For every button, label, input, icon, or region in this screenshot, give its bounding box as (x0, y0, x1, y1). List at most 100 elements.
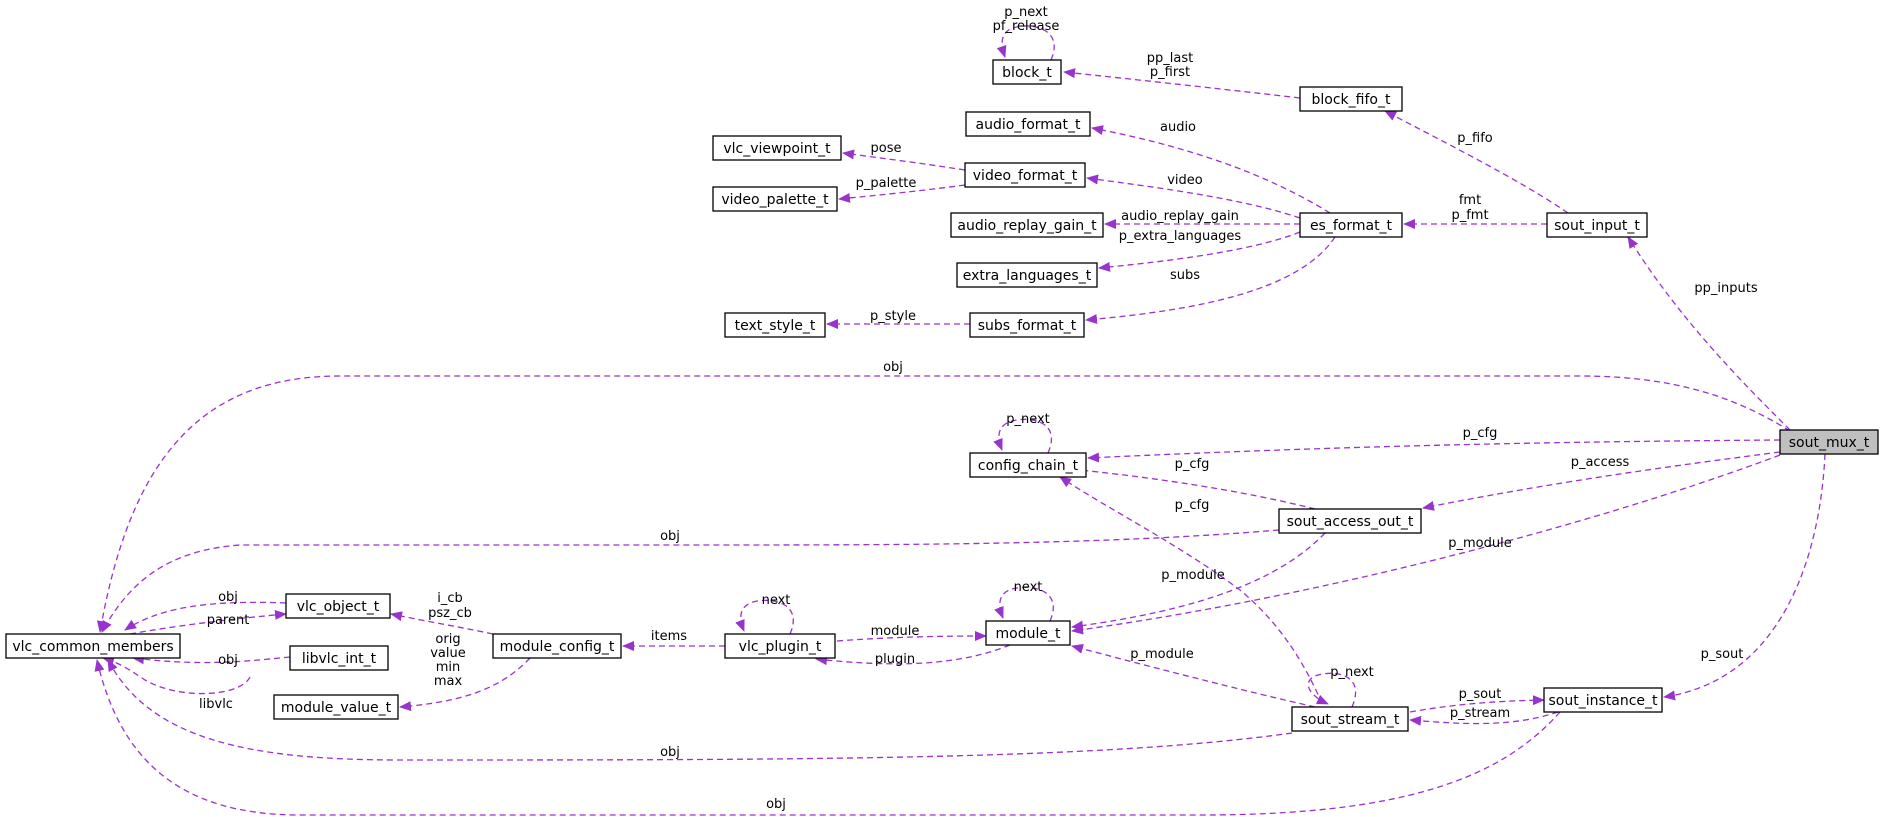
edge-label: audio (1160, 120, 1196, 135)
node-module-config-t[interactable]: module_config_t (492, 633, 622, 659)
node-text-style-t[interactable]: text_style_t (724, 312, 826, 338)
node-box[interactable] (964, 162, 1086, 188)
node-module-value-t[interactable]: module_value_t (273, 694, 399, 720)
edge-label: p_module (1161, 568, 1224, 583)
edge-label: p_access (1571, 455, 1630, 470)
node-box[interactable] (712, 135, 842, 161)
node-box[interactable] (969, 312, 1085, 338)
nodes-layer: sout_mux_t block_t block_fifo_t audio_forma… (5, 59, 1879, 732)
edge-module_t-to-module_t (994, 586, 1054, 622)
node-box[interactable] (724, 312, 826, 338)
node-vlc-common-members[interactable]: vlc_common_members (5, 633, 181, 659)
node-audio-replay-gain-t[interactable]: audio_replay_gain_t (950, 212, 1104, 238)
edge-label: p_cfg (1175, 457, 1210, 472)
node-libvlc-int-t[interactable]: libvlc_int_t (289, 645, 389, 671)
edge-label: p_cfg (1175, 498, 1210, 513)
edges-layer (94, 25, 1826, 816)
edge-label: i_cb (437, 591, 463, 606)
node-label: text_style_t (735, 318, 816, 334)
edge-labels-layer: p_nextpf_releasepp_lastp_firstp_fifoaudi… (199, 5, 1758, 812)
node-sout-stream-t[interactable]: sout_stream_t (1291, 706, 1409, 732)
node-label: es_format_t (1310, 218, 1393, 234)
node-box[interactable] (492, 633, 622, 659)
edge-label: orig (435, 632, 460, 647)
edge-sout_stream_t-to-config_chain_t (1059, 476, 1335, 732)
edge-label: p_next (1006, 412, 1050, 427)
edge-label: p_fifo (1457, 131, 1493, 146)
node-box[interactable] (1779, 429, 1879, 455)
edge-label: p_stream (1450, 706, 1510, 721)
node-box[interactable] (1543, 687, 1663, 713)
node-box[interactable] (1291, 706, 1409, 732)
edge-label: p_next (1330, 665, 1374, 680)
node-box[interactable] (1299, 212, 1403, 238)
edge-label: obj (660, 745, 680, 760)
node-label: audio_format_t (976, 117, 1082, 133)
node-box[interactable] (950, 212, 1104, 238)
node-block-t[interactable]: block_t (992, 59, 1062, 85)
node-module-t[interactable]: module_t (985, 620, 1071, 646)
edge-label: libvlc (199, 697, 233, 712)
edge-vlc_plugin_t-to-module_t (836, 631, 987, 642)
node-label: sout_instance_t (1548, 693, 1658, 709)
node-box[interactable] (273, 694, 399, 720)
node-box[interactable] (956, 262, 1098, 288)
node-sout-access-out-t[interactable]: sout_access_out_t (1278, 508, 1422, 534)
node-sout-input-t[interactable]: sout_input_t (1546, 212, 1648, 238)
edge-label: obj (883, 360, 903, 375)
edge-label: value (430, 646, 466, 661)
edge-label: p_module (1130, 647, 1193, 662)
node-video-format-t[interactable]: video_format_t (964, 162, 1086, 188)
edge-module_config_t-to-vlc_object_t (390, 611, 494, 635)
edge-sout_mux_t-to-sout_instance_t (1663, 453, 1826, 701)
edge-label: next (1014, 580, 1043, 595)
node-box[interactable] (992, 59, 1062, 85)
node-sout-mux-t[interactable]: sout_mux_t (1779, 429, 1879, 455)
node-vlc-plugin-t[interactable]: vlc_plugin_t (724, 633, 836, 659)
node-label: sout_mux_t (1789, 435, 1870, 451)
node-es-format-t[interactable]: es_format_t (1299, 212, 1403, 238)
node-box[interactable] (1278, 508, 1422, 534)
node-video-palette-t[interactable]: video_palette_t (712, 186, 838, 212)
node-label: extra_languages_t (963, 268, 1092, 284)
edge-sout_access_out_t-to-vlc_common_members (101, 529, 1280, 633)
edge-sout_stream_t-to-module_t (1071, 643, 1316, 708)
node-label: config_chain_t (978, 458, 1079, 474)
edge-sout_mux_t-to-config_chain_t (1087, 439, 1781, 463)
node-vlc-viewpoint-t[interactable]: vlc_viewpoint_t (712, 135, 842, 161)
edge-vlc_object_t-to-vlc_common_members (124, 601, 287, 631)
node-box[interactable] (1546, 212, 1648, 238)
node-label: block_fifo_t (1312, 92, 1391, 108)
edge-sout_input_t-to-block_fifo_t (1384, 110, 1569, 214)
edge-label: p_palette (856, 176, 917, 191)
node-label: vlc_plugin_t (739, 639, 822, 655)
node-box[interactable] (965, 111, 1091, 137)
node-label: libvlc_int_t (302, 651, 377, 667)
node-box[interactable] (5, 633, 181, 659)
edge-label: pose (871, 141, 902, 156)
node-box[interactable] (969, 452, 1087, 478)
edge-es_format_t-to-extra_languages_t (1098, 231, 1301, 272)
edge-sout_stream_t-to-vlc_common_members (107, 659, 1293, 761)
node-sout-instance-t[interactable]: sout_instance_t (1543, 687, 1663, 713)
node-block-fifo-t[interactable]: block_fifo_t (1299, 86, 1403, 112)
node-extra-languages-t[interactable]: extra_languages_t (956, 262, 1098, 288)
node-config-chain-t[interactable]: config_chain_t (969, 452, 1087, 478)
edge-label: parent (207, 613, 250, 628)
node-box[interactable] (1299, 86, 1403, 112)
edge-sout_mux_t-to-vlc_common_members (96, 375, 1791, 633)
node-box[interactable] (285, 593, 391, 619)
node-vlc-object-t[interactable]: vlc_object_t (285, 593, 391, 619)
edge-label: pp_last (1147, 51, 1193, 66)
node-box[interactable] (712, 186, 838, 212)
node-box[interactable] (724, 633, 836, 659)
node-box[interactable] (985, 620, 1071, 646)
node-subs-format-t[interactable]: subs_format_t (969, 312, 1085, 338)
node-label: subs_format_t (978, 318, 1077, 334)
node-audio-format-t[interactable]: audio_format_t (965, 111, 1091, 137)
edge-block_t-to-block_t (996, 25, 1055, 61)
edge-label: p_cfg (1463, 426, 1498, 441)
edge-label: p_style (870, 309, 916, 324)
node-box[interactable] (289, 645, 389, 671)
